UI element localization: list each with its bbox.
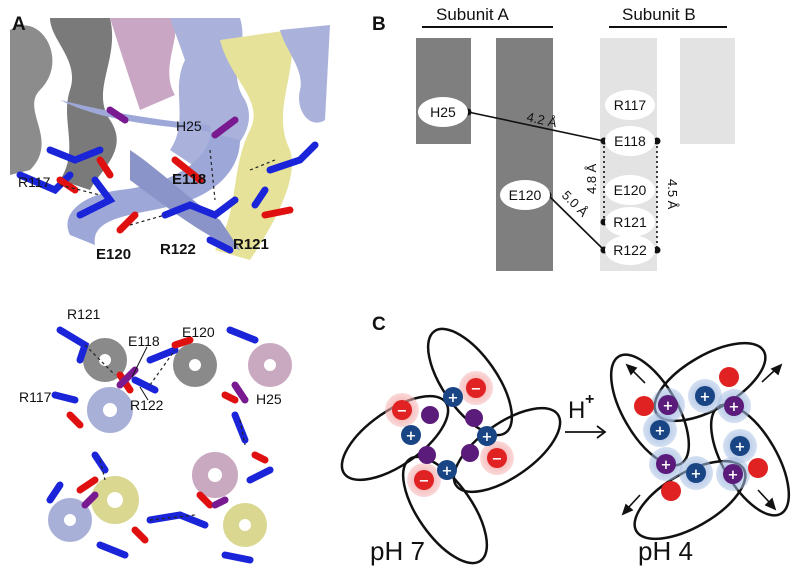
ph7-assembly: − − − − + + + +: [340, 327, 562, 565]
protonation-arrow: [565, 425, 607, 439]
residue-r122: R122: [605, 235, 655, 265]
panel-a-top-structure: [10, 18, 335, 283]
label-e118-bottom: E118: [128, 333, 160, 349]
label-h25-bottom: H25: [256, 391, 282, 407]
subunit-a-label: Subunit A: [436, 5, 509, 24]
ph7-plus-3: +: [482, 430, 493, 445]
helix-b2: [680, 38, 735, 144]
leader-r122: [139, 386, 149, 401]
leader-e118: [131, 346, 148, 378]
panel-b-letter: B: [372, 14, 386, 35]
residue-e120-b: E120: [605, 175, 655, 205]
ph7-plus-4: +: [442, 464, 453, 479]
residue-r121: R121: [605, 207, 655, 237]
label-r117-top: R117: [18, 174, 51, 190]
ph4-plus-3: +: [729, 400, 740, 415]
residue-h25: H25: [418, 97, 468, 127]
distance-e118-r122: 4.5 Å: [665, 179, 680, 210]
ph4-plus-5: +: [735, 440, 746, 455]
panel-c-letter: C: [372, 314, 386, 335]
residue-e118: E118: [605, 126, 655, 156]
ph7-label: pH 7: [370, 536, 425, 566]
label-e120-bottom: E120: [182, 324, 215, 340]
label-r121-bottom: R121: [67, 306, 101, 322]
ph4-plus-6: +: [661, 458, 672, 473]
residue-e120-b-label: E120: [614, 182, 647, 198]
ph7-minus-1: −: [397, 404, 408, 419]
residue-r122-label: R122: [613, 242, 647, 258]
ph4-assembly: + + + + + + + +: [609, 341, 791, 541]
ph4-label: pH 4: [638, 536, 693, 566]
residue-r121-label: R121: [613, 214, 647, 230]
residue-h25-label: H25: [430, 104, 456, 120]
panel-a-bottom-structure: [46, 326, 292, 564]
distance-h25-e118: 4.2 Å: [525, 109, 558, 130]
panel-a-letter: A: [12, 14, 26, 35]
ph4-plus-4: +: [655, 424, 666, 439]
ph4-plus-7: +: [691, 467, 702, 482]
label-e118-top: E118: [172, 171, 206, 188]
distance-e118-r121: 4.8 Å: [584, 163, 599, 194]
label-r122-bottom: R122: [130, 397, 164, 413]
residue-r117: R117: [605, 90, 655, 120]
ph4-plus-8: +: [728, 468, 739, 483]
ph7-minus-4: −: [419, 474, 430, 489]
helix-a2: [496, 38, 553, 271]
residue-e120-a: E120: [500, 180, 550, 210]
ph4-plus-2: +: [700, 390, 711, 405]
ph7-plus-2: +: [406, 429, 417, 444]
label-r117-bottom: R117: [19, 389, 52, 405]
arrow-sup: +: [585, 391, 594, 408]
residue-e118-label: E118: [614, 133, 646, 149]
ph7-minus-3: −: [492, 452, 503, 467]
ph4-plus-1: +: [663, 399, 674, 414]
label-r121-top: R121: [233, 236, 269, 253]
helix-a1: [416, 38, 471, 144]
residue-r117-label: R117: [614, 97, 647, 113]
ph7-plus-1: +: [448, 391, 459, 406]
ph7-minus-2: −: [471, 382, 482, 397]
label-h25-top: H25: [176, 118, 202, 134]
arrow-label: H: [568, 397, 585, 424]
label-r122-top: R122: [160, 241, 196, 258]
subunit-b-label: Subunit B: [622, 5, 696, 24]
residue-e120-a-label: E120: [509, 187, 542, 203]
label-e120-top: E120: [96, 246, 131, 263]
